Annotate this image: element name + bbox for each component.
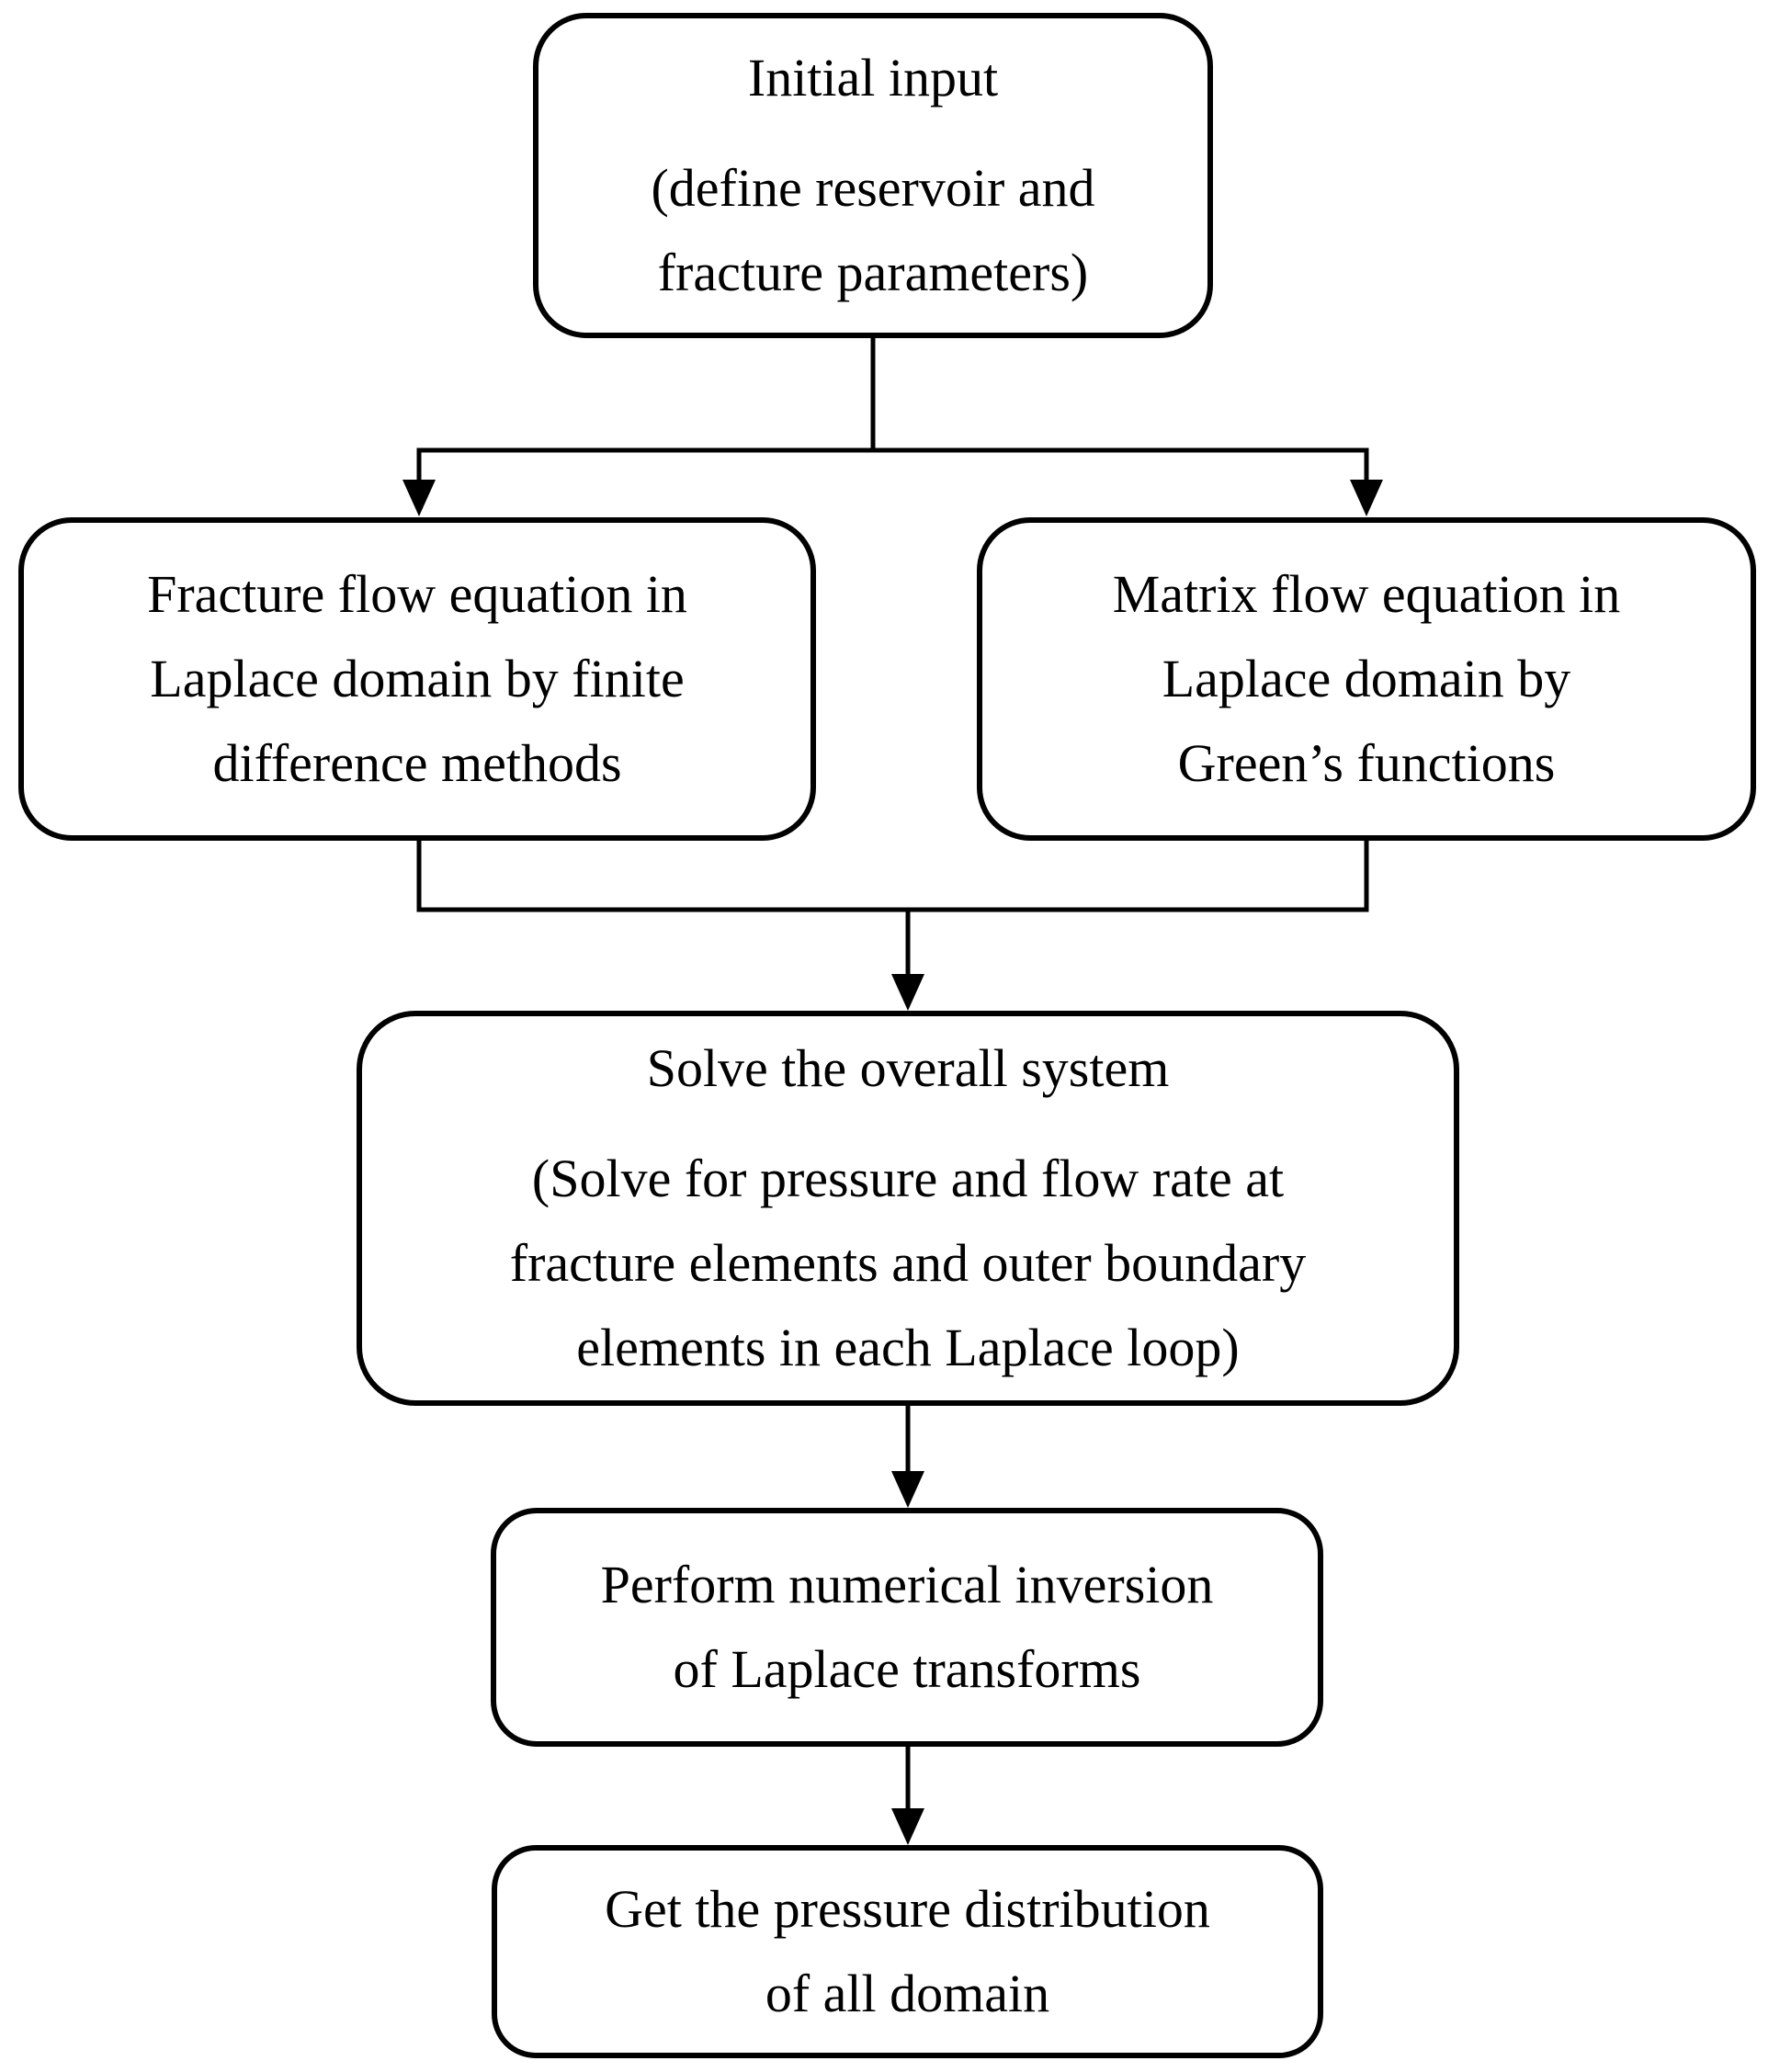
node-fracture-flow: Fracture flow equation in Laplace domain… bbox=[18, 517, 816, 841]
node-text-line: of all domain bbox=[765, 1964, 1050, 2023]
node-matrix-flow: Matrix flow equation in Laplace domain b… bbox=[977, 517, 1756, 841]
node-text-line: Laplace domain by finite bbox=[150, 649, 685, 708]
node-solve-system: Solve the overall system (Solve for pres… bbox=[357, 1011, 1459, 1406]
node-text-line: fracture parameters) bbox=[657, 243, 1089, 302]
node-text-line: Green’s functions bbox=[1177, 733, 1556, 793]
connector-line bbox=[416, 447, 1369, 489]
node-text-line: Laplace domain by bbox=[1162, 649, 1571, 708]
node-text-line: of Laplace transforms bbox=[673, 1639, 1141, 1699]
node-text-line: elements in each Laplace loop) bbox=[576, 1318, 1240, 1377]
node-laplace-inversion: Perform numerical inversion of Laplace t… bbox=[491, 1508, 1323, 1747]
node-text-line: Get the pressure distribution bbox=[605, 1879, 1210, 1939]
node-text-line: fracture elements and outer boundary bbox=[509, 1233, 1307, 1293]
arrowhead-icon bbox=[402, 480, 436, 516]
node-text-line: Fracture flow equation in bbox=[147, 564, 687, 624]
node-initial-input: Initial input (define reservoir and frac… bbox=[533, 13, 1213, 338]
node-pressure-distribution: Get the pressure distribution of all dom… bbox=[492, 1845, 1323, 2058]
arrowhead-icon bbox=[891, 1471, 924, 1508]
node-text-line: (define reservoir and bbox=[651, 158, 1095, 218]
connector-line bbox=[416, 841, 1369, 912]
node-title: Initial input bbox=[747, 48, 999, 108]
node-text-line: (Solve for pressure and flow rate at bbox=[531, 1149, 1285, 1208]
node-text-line: difference methods bbox=[212, 733, 622, 793]
arrowhead-icon bbox=[891, 1808, 924, 1845]
node-text-line: Perform numerical inversion bbox=[600, 1555, 1214, 1614]
node-text-line: Matrix flow equation in bbox=[1112, 564, 1621, 624]
arrowhead-icon bbox=[891, 974, 924, 1011]
arrowhead-icon bbox=[1350, 480, 1383, 516]
node-title: Solve the overall system bbox=[646, 1038, 1170, 1098]
